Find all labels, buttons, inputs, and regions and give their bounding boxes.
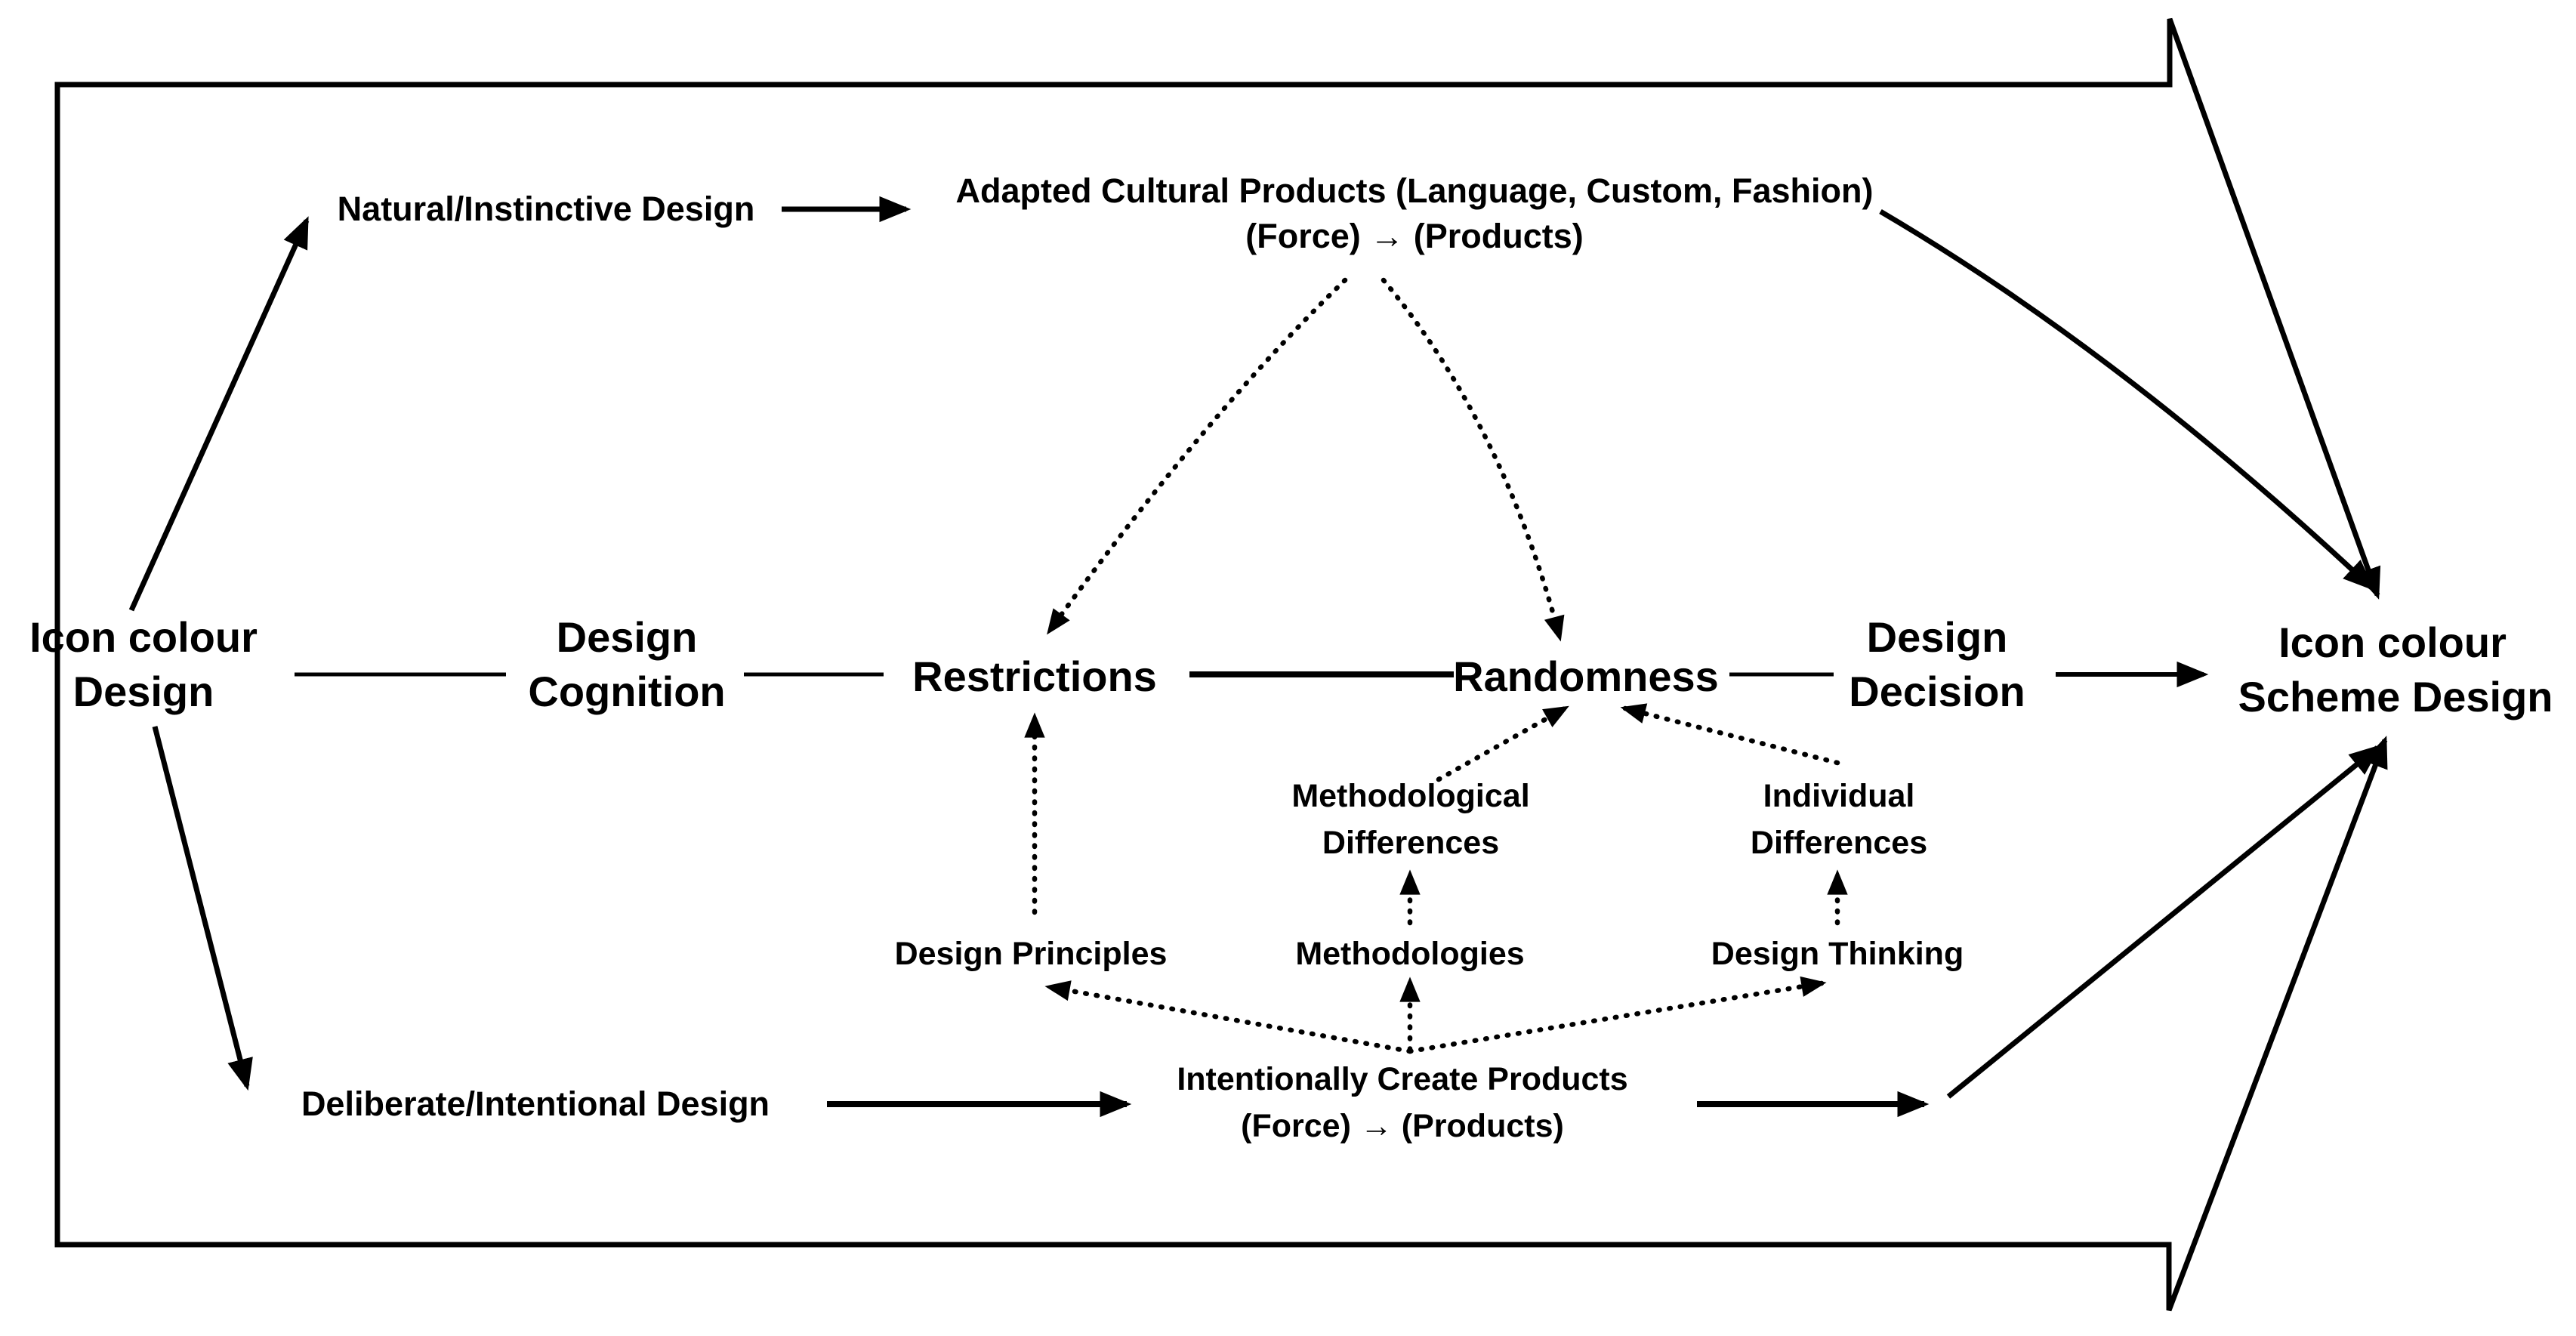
- node-adapted-cultural-products-line2: (Force) → (Products): [1245, 217, 1584, 255]
- node-restrictions: Restrictions: [912, 653, 1157, 700]
- dotted-methodological-differences-to-randomness: [1436, 705, 1569, 782]
- dotted-individual-differences-to-randomness: [1620, 703, 1840, 766]
- feedback-outline-arrow: [54, 17, 2388, 1312]
- node-intentionally-create-products-line2: (Force) → (Products): [1241, 1108, 1564, 1144]
- node-natural-instinctive-design: Natural/Instinctive Design: [338, 190, 755, 228]
- node-methodologies: Methodologies: [1295, 936, 1524, 972]
- node-deliberate-intentional-design: Deliberate/Intentional Design: [301, 1085, 770, 1123]
- dotted-intentionally-create-to-design-principles: [1044, 980, 1413, 1054]
- node-individual-differences-line1: Individual: [1763, 778, 1915, 814]
- arrow-intentionally-create-to-icon-colour-scheme: [1946, 745, 2381, 1099]
- node-design-decision-line2: Decision: [1849, 668, 2025, 715]
- node-intentionally-create-products: Intentionally Create Products (Force) → …: [1177, 1061, 1627, 1144]
- node-design-decision: Design Decision: [1849, 613, 2025, 715]
- node-adapted-cultural-products: Adapted Cultural Products (Language, Cus…: [955, 171, 1873, 255]
- node-icon-colour-design-line2: Design: [73, 668, 214, 715]
- dotted-intentionally-create-to-design-thinking: [1407, 976, 1827, 1054]
- node-icon-colour-scheme-design: Icon colour Scheme Design: [2238, 619, 2553, 720]
- node-intentionally-create-products-line1: Intentionally Create Products: [1177, 1061, 1627, 1097]
- dotted-adapted-products-to-randomness: [1381, 277, 1565, 642]
- node-design-thinking: Design Thinking: [1711, 936, 1964, 972]
- node-design-cognition-line2: Cognition: [528, 668, 725, 715]
- node-individual-differences: Individual Differences: [1751, 778, 1927, 861]
- arrow-adapted-products-to-icon-colour-scheme: [1879, 208, 2375, 591]
- node-design-cognition-line1: Design: [557, 613, 698, 661]
- dotted-adapted-products-to-restrictions: [1047, 277, 1348, 635]
- arrow-icon-colour-design-to-natural-instinctive: [128, 216, 310, 612]
- node-methodological-differences: Methodological Differences: [1291, 778, 1529, 861]
- node-design-decision-line1: Design: [1867, 613, 2008, 661]
- node-methodological-differences-line2: Differences: [1322, 825, 1499, 861]
- node-adapted-cultural-products-line1: Adapted Cultural Products (Language, Cus…: [955, 171, 1873, 210]
- node-icon-colour-design-line1: Icon colour: [29, 613, 258, 661]
- node-icon-colour-scheme-design-line2: Scheme Design: [2238, 673, 2553, 720]
- node-design-principles: Design Principles: [895, 936, 1168, 972]
- node-icon-colour-design: Icon colour Design: [29, 613, 258, 715]
- node-methodological-differences-line1: Methodological: [1291, 778, 1529, 814]
- arrow-icon-colour-design-to-deliberate-intentional: [152, 726, 253, 1091]
- node-randomness: Randomness: [1453, 653, 1719, 700]
- node-icon-colour-scheme-design-line1: Icon colour: [2278, 619, 2507, 666]
- node-design-cognition: Design Cognition: [528, 613, 725, 715]
- node-individual-differences-line2: Differences: [1751, 825, 1927, 861]
